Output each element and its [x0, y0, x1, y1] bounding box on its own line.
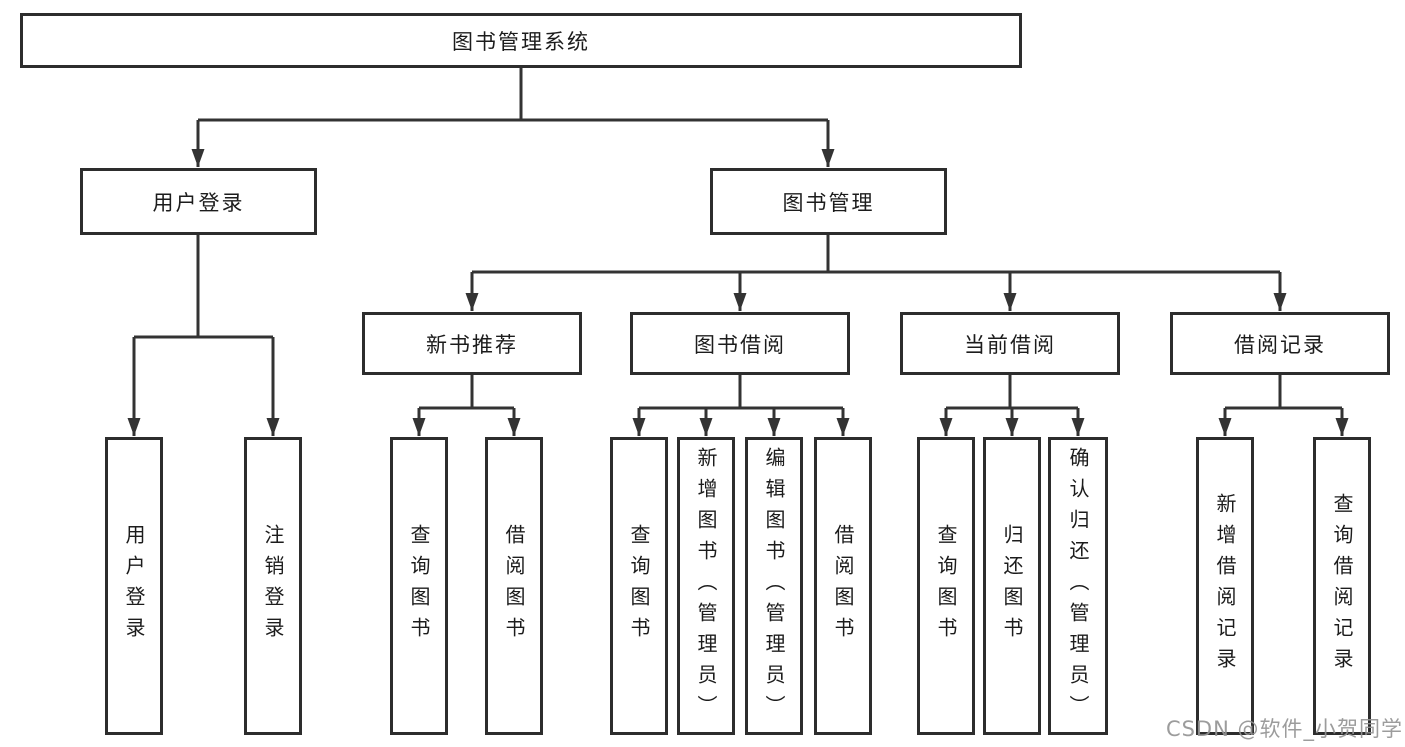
connector-book-borrow	[632, 375, 850, 436]
leaf-confirm-return-admin: 确认归还（管理员）	[1048, 437, 1108, 735]
leaf-label: 查询图书	[407, 524, 431, 648]
leaf-label: 新增借阅记录	[1213, 493, 1237, 679]
leaf-user-login: 用户登录	[105, 437, 163, 735]
node-current-borrow: 当前借阅	[900, 312, 1120, 375]
connector-book-management	[465, 235, 1287, 311]
node-borrow-records: 借阅记录	[1170, 312, 1390, 375]
connector-current-borrow	[939, 375, 1085, 436]
leaf-label: 查询图书	[627, 524, 651, 648]
connector-new-book	[412, 375, 521, 436]
node-library-system: 图书管理系统	[20, 13, 1022, 68]
node-book-borrow: 图书借阅	[630, 312, 850, 375]
leaf-label: 新增图书（管理员）	[694, 446, 718, 726]
leaf-query-books-2: 查询图书	[610, 437, 668, 735]
leaf-label: 注销登录	[261, 524, 285, 648]
csdn-watermark: CSDN @软件_小贺同学	[1165, 717, 1403, 741]
leaf-label: 借阅图书	[502, 524, 526, 648]
leaf-add-borrow-record: 新增借阅记录	[1196, 437, 1254, 735]
node-book-management: 图书管理	[710, 168, 947, 235]
connector-root	[191, 68, 835, 167]
leaf-label: 归还图书	[1000, 524, 1024, 648]
leaf-borrow-books-1: 借阅图书	[485, 437, 543, 735]
leaf-label: 查询借阅记录	[1330, 493, 1354, 679]
leaf-query-borrow-record: 查询借阅记录	[1313, 437, 1371, 735]
connector-user-login	[127, 235, 280, 436]
node-user-login: 用户登录	[80, 168, 317, 235]
leaf-label: 编辑图书（管理员）	[762, 446, 786, 726]
leaf-borrow-books-2: 借阅图书	[814, 437, 872, 735]
node-new-book-recommend: 新书推荐	[362, 312, 582, 375]
leaf-label: 用户登录	[122, 524, 146, 648]
leaf-add-book-admin: 新增图书（管理员）	[677, 437, 735, 735]
leaf-query-books-1: 查询图书	[390, 437, 448, 735]
leaf-label: 查询图书	[934, 524, 958, 648]
leaf-logout: 注销登录	[244, 437, 302, 735]
leaf-query-books-3: 查询图书	[917, 437, 975, 735]
leaf-edit-book-admin: 编辑图书（管理员）	[745, 437, 803, 735]
leaf-label: 借阅图书	[831, 524, 855, 648]
connector-borrow-records	[1218, 375, 1349, 436]
leaf-label: 确认归还（管理员）	[1066, 446, 1090, 726]
leaf-return-book: 归还图书	[983, 437, 1041, 735]
